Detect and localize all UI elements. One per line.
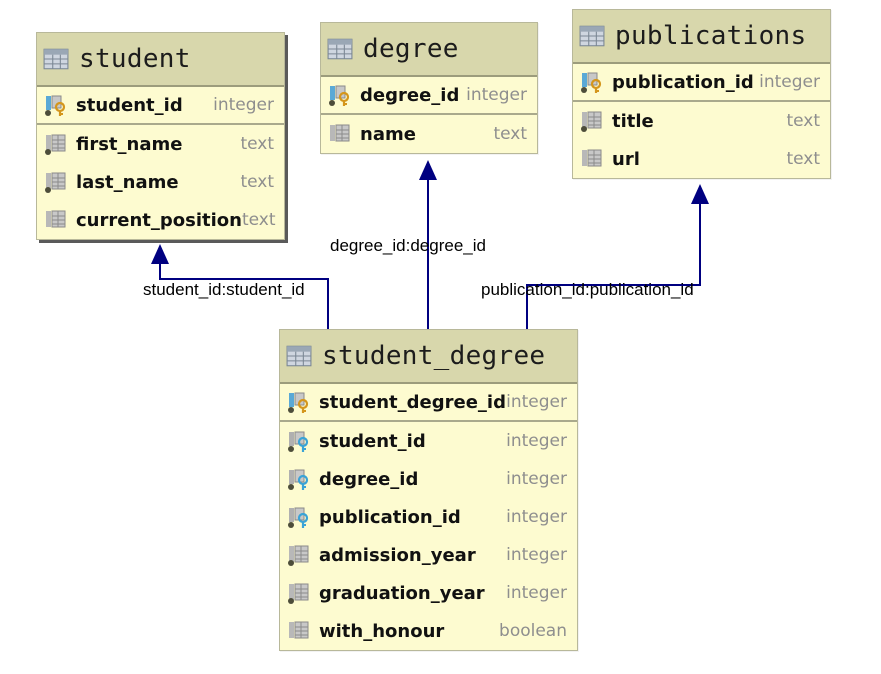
- column-icon: [580, 147, 604, 171]
- column-row[interactable]: first_name text: [37, 125, 284, 163]
- table-icon: [286, 345, 312, 367]
- column-row[interactable]: student_id integer: [37, 87, 284, 125]
- column-icon: [328, 122, 352, 146]
- column-name: url: [612, 148, 640, 170]
- relation-edge[interactable]: [151, 244, 329, 329]
- primary-key-icon: [328, 83, 352, 107]
- column-name: degree_id: [360, 84, 460, 106]
- column-name: publication_id: [612, 71, 754, 93]
- column-notnull-icon: [44, 132, 68, 156]
- table-header: degree: [321, 23, 537, 77]
- column-type: integer: [506, 469, 567, 489]
- column-name: publication_id: [319, 506, 461, 528]
- table-title: publications: [615, 21, 807, 51]
- column-type: integer: [213, 95, 274, 115]
- column-notnull-icon: [580, 109, 604, 133]
- relation-label: degree_id:degree_id: [330, 236, 486, 255]
- column-row[interactable]: publication_id integer: [280, 498, 577, 536]
- column-icon: [287, 619, 311, 643]
- column-name: student_id: [76, 94, 183, 116]
- column-notnull-icon: [287, 543, 311, 567]
- arrowhead-icon: [691, 184, 709, 204]
- primary-key-icon: [287, 390, 311, 414]
- column-name: title: [612, 110, 654, 132]
- table-title: student: [79, 44, 191, 74]
- table-icon: [327, 38, 353, 60]
- column-type: text: [786, 111, 820, 131]
- table-degree[interactable]: degree degree_id integer name text: [320, 22, 538, 154]
- primary-key-icon: [580, 70, 604, 94]
- column-name: student_id: [319, 430, 426, 452]
- table-header: student: [37, 33, 284, 87]
- column-type: integer: [506, 431, 567, 451]
- column-name: admission_year: [319, 544, 476, 566]
- column-name: last_name: [76, 171, 179, 193]
- column-type: boolean: [499, 621, 567, 641]
- column-row[interactable]: graduation_year integer: [280, 574, 577, 612]
- column-type: integer: [506, 392, 567, 412]
- column-name: with_honour: [319, 620, 445, 642]
- column-type: integer: [506, 583, 567, 603]
- column-row[interactable]: name text: [321, 115, 537, 153]
- column-type: integer: [759, 72, 820, 92]
- column-icon: [44, 208, 68, 232]
- arrowhead-icon: [151, 244, 169, 264]
- column-name: first_name: [76, 133, 183, 155]
- column-type: text: [240, 134, 274, 154]
- table-title: student_degree: [322, 341, 546, 371]
- relation-label: student_id:student_id: [143, 280, 305, 299]
- foreign-key-icon: [287, 429, 311, 453]
- column-row[interactable]: degree_id integer: [280, 460, 577, 498]
- column-type: text: [493, 124, 527, 144]
- column-row[interactable]: degree_id integer: [321, 77, 537, 115]
- relation-label: publication_id:publication_id: [481, 280, 694, 299]
- column-name: name: [360, 123, 416, 145]
- foreign-key-icon: [287, 467, 311, 491]
- table-icon: [579, 25, 605, 47]
- column-row[interactable]: admission_year integer: [280, 536, 577, 574]
- column-type: text: [240, 172, 274, 192]
- relation-edge[interactable]: [526, 184, 709, 329]
- column-notnull-icon: [287, 581, 311, 605]
- column-row[interactable]: with_honour boolean: [280, 612, 577, 650]
- foreign-key-icon: [287, 505, 311, 529]
- table-icon: [43, 48, 69, 70]
- primary-key-icon: [44, 93, 68, 117]
- column-row[interactable]: title text: [573, 102, 830, 140]
- relation-edge[interactable]: [419, 160, 437, 329]
- column-name: graduation_year: [319, 582, 485, 604]
- arrowhead-icon: [419, 160, 437, 180]
- column-row[interactable]: student_id integer: [280, 422, 577, 460]
- column-name: student_degree_id: [319, 391, 506, 413]
- column-name: current_position: [76, 209, 242, 231]
- column-row[interactable]: last_name text: [37, 163, 284, 201]
- column-type: text: [786, 149, 820, 169]
- column-type: integer: [466, 85, 527, 105]
- table-title: degree: [363, 34, 459, 64]
- table-header: student_degree: [280, 330, 577, 384]
- column-row[interactable]: url text: [573, 140, 830, 178]
- column-notnull-icon: [44, 170, 68, 194]
- column-name: degree_id: [319, 468, 419, 490]
- table-header: publications: [573, 10, 830, 64]
- column-type: integer: [506, 545, 567, 565]
- column-type: text: [241, 210, 276, 230]
- column-type: integer: [506, 507, 567, 527]
